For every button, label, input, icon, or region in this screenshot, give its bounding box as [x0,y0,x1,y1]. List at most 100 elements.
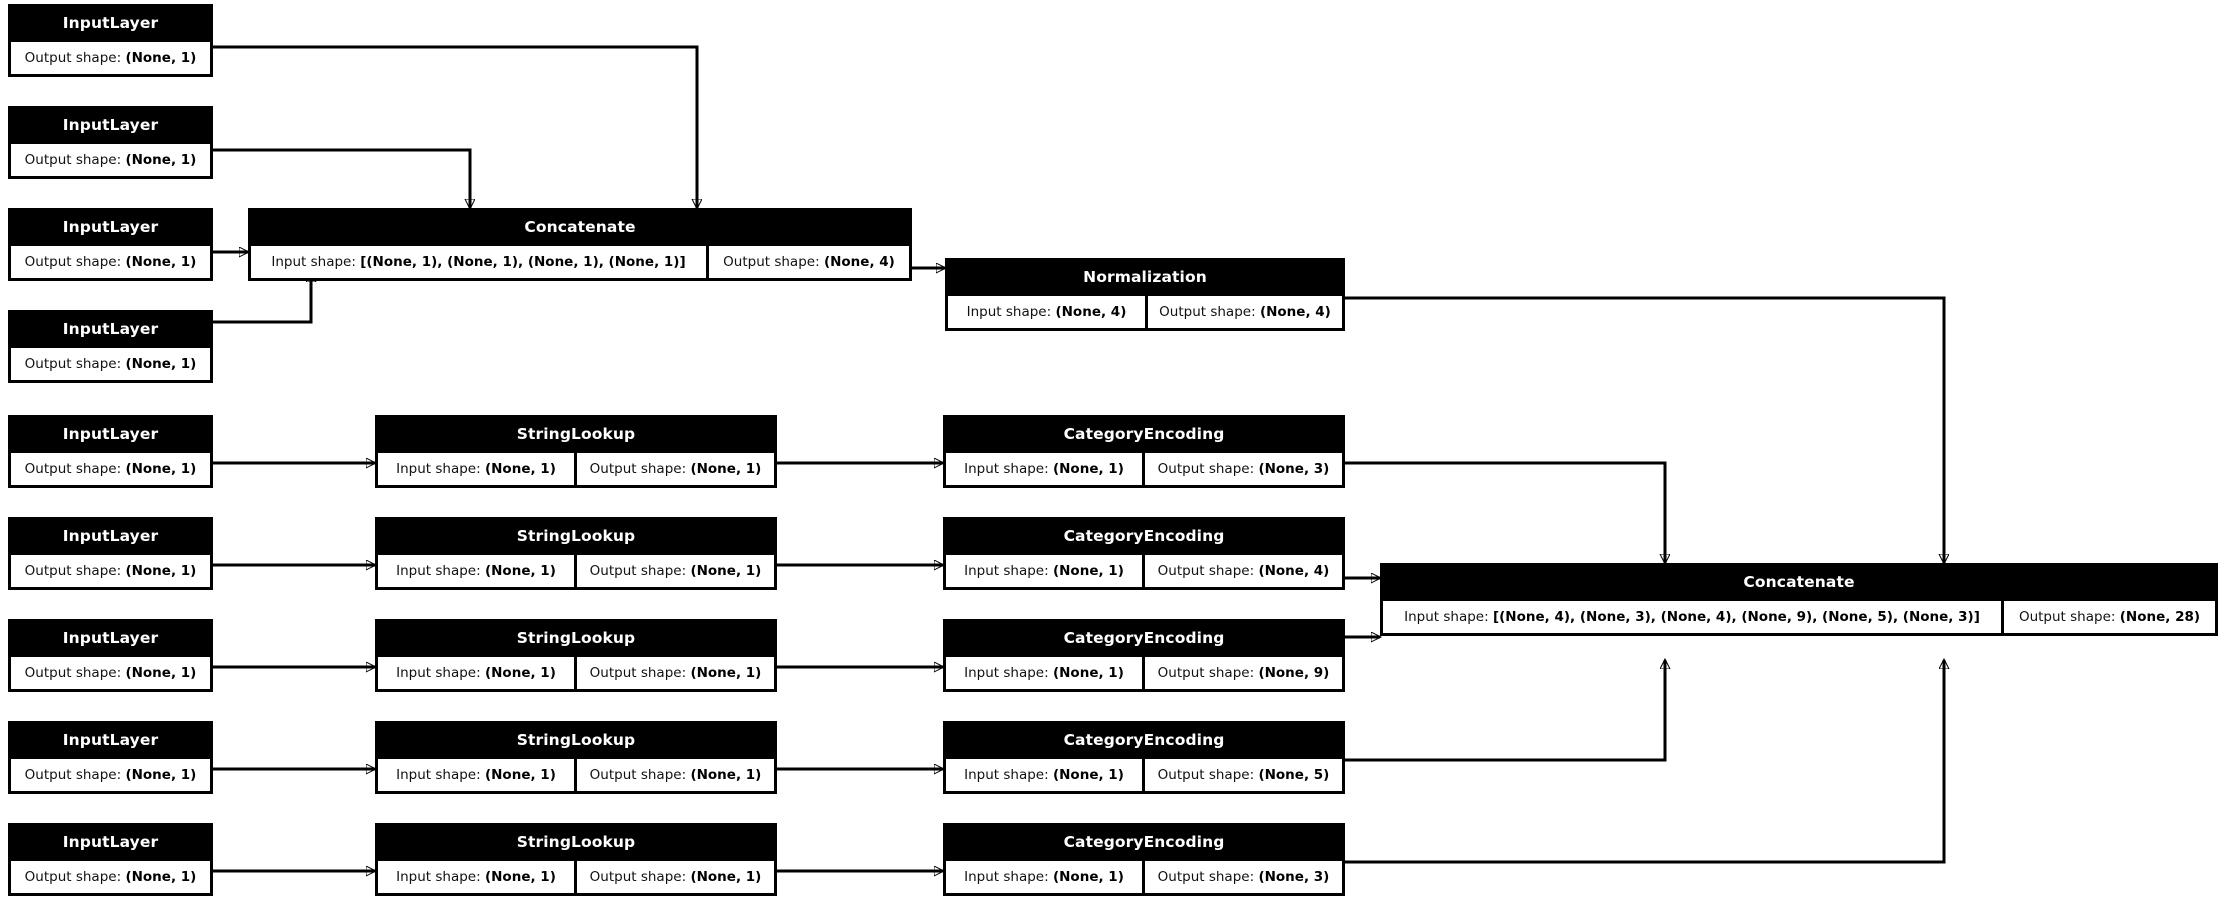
node-concatenate-numeric[interactable]: Concatenate Input shape: [(None, 1), (No… [248,208,912,281]
node-shape-row: Output shape: (None, 1) [11,450,210,485]
output-shape-cell: Output shape: (None, 1) [11,555,210,587]
node-shape-row: Input shape: (None, 1) Output shape: (Non… [946,552,1342,587]
input-shape-label: Input shape: [271,254,356,270]
node-shape-row: Input shape: (None, 4) Output shape: (No… [948,293,1342,328]
input-shape-cell: Input shape: (None, 1) [378,555,574,587]
node-inputlayer-2[interactable]: InputLayer Output shape: (None, 1) [8,106,213,179]
node-shape-row: Output shape: (None, 1) [11,39,210,74]
node-inputlayer-4[interactable]: InputLayer Output shape: (None, 1) [8,310,213,383]
input-shape-cell: Input shape: (None, 1) [378,861,574,893]
node-title: InputLayer [11,622,210,654]
output-shape-cell: Output shape: (None, 9) [1142,657,1342,689]
node-concatenate-final[interactable]: Concatenate Input shape: [(None, 4), (No… [1380,563,2218,636]
input-shape-label: Input shape: [964,563,1049,579]
node-title: Concatenate [1383,566,2215,598]
node-title: StringLookup [378,418,774,450]
node-title: InputLayer [11,520,210,552]
input-shape-label: Input shape: [1404,609,1489,625]
node-title: InputLayer [11,7,210,39]
node-shape-row: Output shape: (None, 1) [11,654,210,689]
output-shape-cell: Output shape: (None, 1) [574,759,774,791]
input-shape-label: Input shape: [396,767,481,783]
node-shape-row: Input shape: [(None, 4), (None, 3), (Non… [1383,598,2215,633]
input-shape-value: (None, 1) [484,563,556,579]
node-shape-row: Output shape: (None, 1) [11,756,210,791]
input-shape-label: Input shape: [396,869,481,885]
output-shape-label: Output shape: [1157,767,1255,783]
input-shape-cell: Input shape: (None, 1) [378,759,574,791]
output-shape-cell: Output shape: (None, 1) [574,453,774,485]
input-shape-value: (None, 1) [484,767,556,783]
output-shape-cell: Output shape: (None, 1) [11,861,210,893]
output-shape-value: (None, 28) [2119,609,2201,625]
output-shape-cell: Output shape: (None, 4) [1145,296,1342,328]
output-shape-value: (None, 1) [125,563,197,579]
output-shape-label: Output shape: [24,50,122,66]
output-shape-cell: Output shape: (None, 4) [706,246,909,278]
node-normalization[interactable]: Normalization Input shape: (None, 4) Out… [945,258,1345,331]
node-inputlayer-3[interactable]: InputLayer Output shape: (None, 1) [8,208,213,281]
node-title: InputLayer [11,418,210,450]
input-shape-cell: Input shape: (None, 1) [946,759,1142,791]
output-shape-label: Output shape: [1157,461,1255,477]
output-shape-cell: Output shape: (None, 28) [2001,601,2215,633]
node-title: StringLookup [378,826,774,858]
input-shape-cell: Input shape: (None, 1) [378,657,574,689]
output-shape-value: (None, 1) [125,461,197,477]
output-shape-value: (None, 4) [823,254,895,270]
output-shape-cell: Output shape: (None, 1) [11,246,210,278]
node-title: CategoryEncoding [946,724,1342,756]
node-title: CategoryEncoding [946,826,1342,858]
output-shape-cell: Output shape: (None, 1) [11,348,210,380]
node-shape-row: Output shape: (None, 1) [11,552,210,587]
output-shape-value: (None, 1) [125,869,197,885]
output-shape-value: (None, 3) [1258,461,1330,477]
output-shape-label: Output shape: [589,665,687,681]
input-shape-value: [(None, 4), (None, 3), (None, 4), (None,… [1492,609,1980,625]
node-inputlayer-1[interactable]: InputLayer Output shape: (None, 1) [8,4,213,77]
input-shape-value: (None, 1) [1052,563,1124,579]
output-shape-value: (None, 1) [125,152,197,168]
node-title: InputLayer [11,109,210,141]
node-shape-row: Input shape: (None, 1)Output shape: (Non… [946,858,1342,893]
node-shape-row: Output shape: (None, 1) [11,141,210,176]
input-shape-value: (None, 1) [484,461,556,477]
input-shape-cell: Input shape: (None, 4) [948,296,1145,328]
input-shape-cell: Input shape: (None, 1) [378,453,574,485]
input-shape-value: (None, 1) [1052,461,1124,477]
input-shape-value: (None, 1) [1052,665,1124,681]
node-title: CategoryEncoding [946,418,1342,450]
node-title: StringLookup [378,724,774,756]
output-shape-value: (None, 1) [125,50,197,66]
node-title: InputLayer [11,724,210,756]
output-shape-label: Output shape: [589,767,687,783]
node-shape-row: Input shape: (None, 1)Output shape: (Non… [378,450,774,485]
output-shape-label: Output shape: [1157,563,1255,579]
input-shape-value: (None, 1) [484,869,556,885]
output-shape-label: Output shape: [24,767,122,783]
node-shape-row: Input shape: (None, 1)Output shape: (Non… [378,552,774,587]
output-shape-value: (None, 1) [690,767,762,783]
output-shape-value: (None, 1) [690,563,762,579]
output-shape-cell: Output shape: (None, 1) [11,759,210,791]
input-shape-value: (None, 1) [484,665,556,681]
input-shape-cell: Input shape: (None, 1) [946,555,1142,587]
input-shape-cell: Input shape: (None, 1) [946,453,1142,485]
output-shape-cell: Output shape: (None, 1) [574,657,774,689]
